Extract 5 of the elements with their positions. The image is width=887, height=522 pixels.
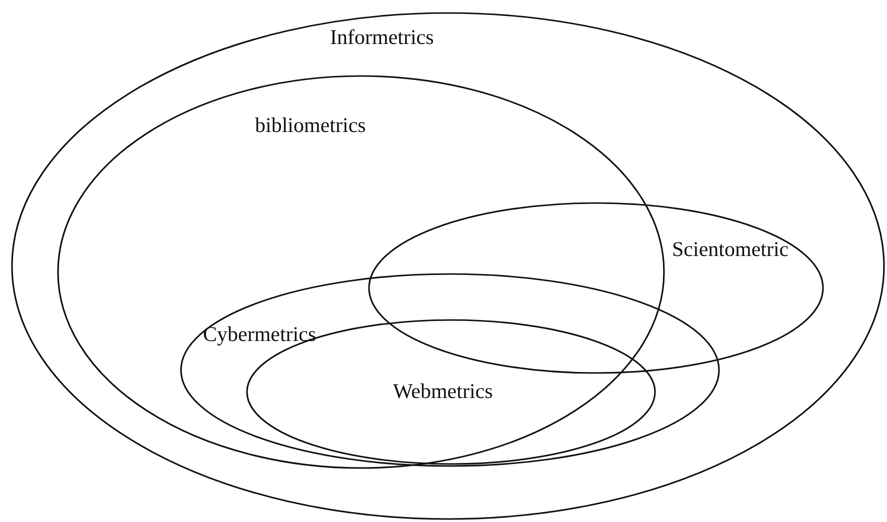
set-label: Scientometric bbox=[672, 238, 789, 262]
set-label: Cybermetrics bbox=[203, 323, 316, 346]
set-label: bibliometrics bbox=[255, 114, 366, 138]
set-label: Webmetrics bbox=[393, 380, 493, 404]
set-label: Informetrics bbox=[330, 26, 434, 50]
